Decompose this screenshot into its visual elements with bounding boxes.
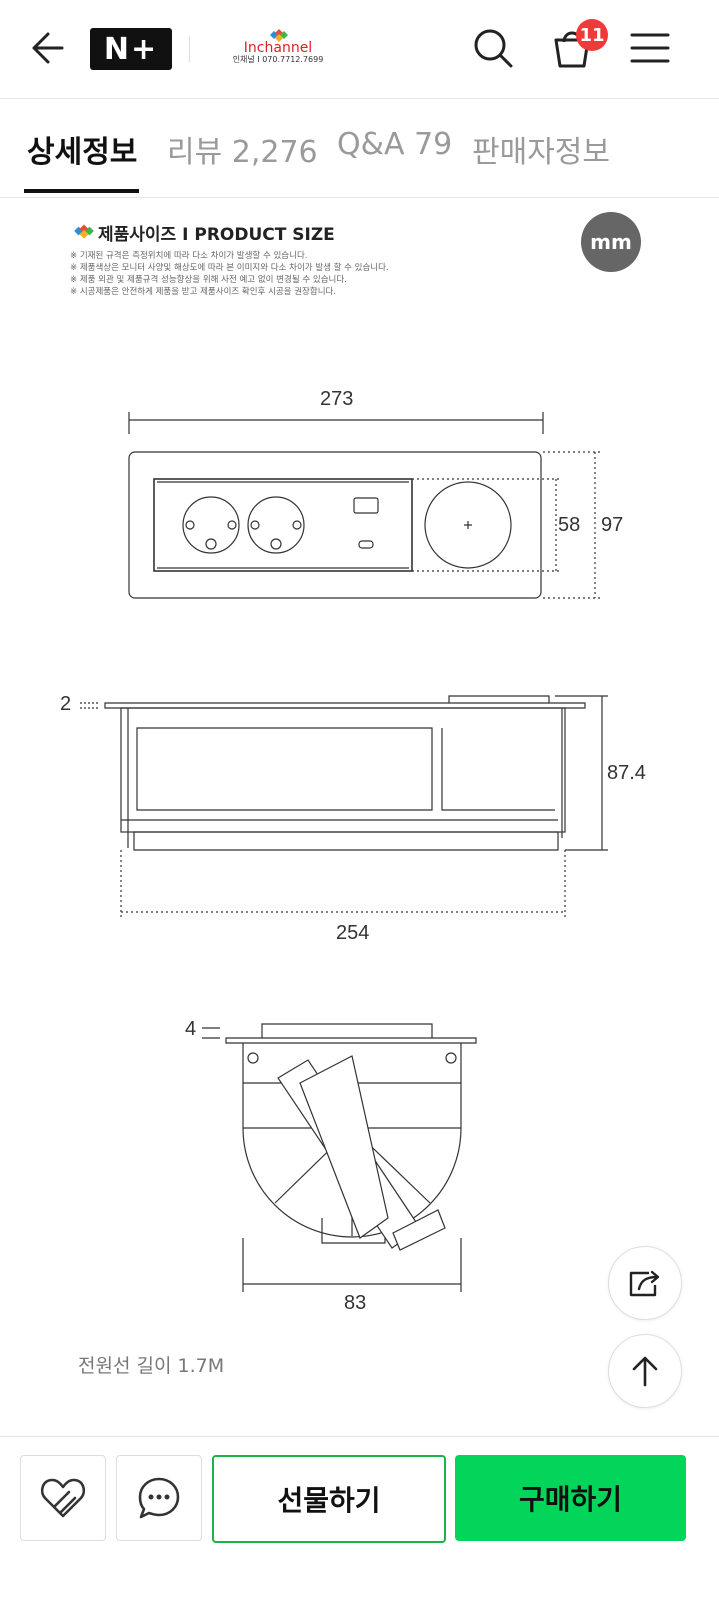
dimension-body-width: 254	[336, 922, 370, 944]
share-button[interactable]	[608, 1246, 682, 1320]
back-arrow-icon[interactable]	[22, 24, 70, 72]
product-size-section: 제품사이즈 I PRODUCT SIZE ※ 기재된 규격은 측정위치에 따라 …	[0, 198, 719, 1434]
wishlist-button[interactable]	[20, 1455, 106, 1541]
dimension-top-width: 273	[320, 388, 354, 410]
naver-plus-logo[interactable]: N+	[90, 28, 172, 70]
dimension-side-width: 83	[344, 1292, 367, 1314]
size-notes: ※ 기재된 규격은 측정위치에 따라 다소 차이가 발생할 수 있습니다. ※ …	[70, 250, 389, 298]
size-note: ※ 시공제품은 안전하게 제품을 받고 제품사이즈 확인후 시공을 권장합니다.	[70, 287, 337, 297]
header-divider	[189, 36, 190, 62]
product-size-title: 제품사이즈 I PRODUCT SIZE	[98, 225, 335, 245]
dimension-flange-thickness: 2	[60, 693, 72, 715]
product-dimension-drawing	[80, 412, 608, 1292]
unit-badge: mm	[581, 212, 641, 272]
scroll-top-button[interactable]	[608, 1334, 682, 1408]
section-logo-icon	[74, 224, 94, 239]
chat-button[interactable]	[116, 1455, 202, 1541]
tab-reviews[interactable]: 리뷰 2,276	[167, 135, 318, 170]
store-logo-mark-icon	[270, 29, 288, 42]
store-logo[interactable]: Inchannel 인채널 I 070.7712.7699	[232, 28, 324, 72]
tab-qna[interactable]: Q&A 79	[337, 127, 453, 162]
size-note: ※ 제품색상은 모니터 사양및 해상도에 따라 본 이미지와 다소 차이가 발생…	[70, 263, 389, 273]
tab-seller-info[interactable]: 판매자정보	[472, 135, 610, 170]
cart-count-badge: 11	[576, 19, 608, 51]
store-logo-name: Inchannel	[243, 40, 313, 56]
search-icon[interactable]	[469, 24, 517, 72]
arrow-up-icon	[632, 1356, 658, 1387]
dimension-side-flange: 4	[185, 1018, 197, 1040]
active-tab-indicator	[24, 189, 139, 193]
dimension-inner-height: 58	[558, 514, 581, 536]
heart-icon	[40, 1478, 86, 1518]
tab-detail-info[interactable]: 상세정보	[27, 135, 138, 170]
buy-button[interactable]: 구매하기	[455, 1455, 686, 1541]
purchase-bar: 선물하기 구매하기	[0, 1436, 719, 1601]
gift-button[interactable]: 선물하기	[212, 1455, 446, 1543]
top-header: N+ Inchannel 인채널 I 070.7712.7699 11	[0, 0, 719, 99]
dimension-body-depth: 87.4	[607, 762, 646, 784]
store-logo-tel: 인채널 I 070.7712.7699	[232, 55, 324, 64]
share-icon	[629, 1270, 660, 1297]
cable-length-text: 전원선 길이 1.7M	[78, 1355, 225, 1377]
size-note: ※ 기재된 규격은 측정위치에 따라 다소 차이가 발생할 수 있습니다.	[70, 251, 308, 261]
size-note: ※ 제품 외관 및 제품규격 성능향상을 위해 사전 예고 없이 변경될 수 있…	[70, 275, 347, 285]
detail-tabs: 상세정보 리뷰 2,276 Q&A 79 판매자정보	[0, 99, 719, 198]
menu-icon[interactable]	[626, 24, 674, 72]
dimension-outer-height: 97	[601, 514, 624, 536]
chat-bubble-icon	[138, 1477, 180, 1519]
